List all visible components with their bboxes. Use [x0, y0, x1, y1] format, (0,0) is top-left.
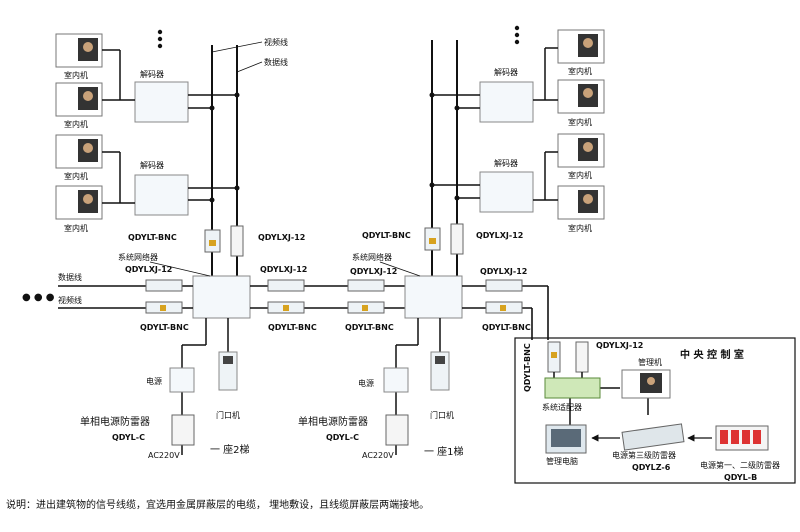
- qdylxj-12-left-trunk: [230, 225, 244, 257]
- svg-text:AC220V: AC220V: [362, 451, 394, 460]
- qdylxj-12-central: [575, 341, 589, 373]
- system-adapter: 系统适配器: [542, 377, 601, 412]
- indoor-unit-right-2: 室内机: [557, 79, 605, 127]
- decoder-right-2: 解码器: [479, 158, 534, 213]
- svg-text:室内机: 室内机: [64, 171, 88, 181]
- svg-text:单相电源防雷器: 单相电源防雷器: [80, 415, 150, 428]
- qdylt-bnc-central: [547, 341, 561, 373]
- power-supply-right: 电源: [358, 367, 409, 393]
- qdylt-bnc-label-l2: QDYLT-BNC: [140, 323, 189, 332]
- svg-text:管理机: 管理机: [638, 357, 662, 367]
- qdylt-bnc-label-m1: QDYLT-BNC: [268, 323, 317, 332]
- power-first-second-stage-arrester: 电源第一、二级防雷器 QDYL-B: [700, 425, 780, 482]
- data-line-label-left: 数据线: [264, 57, 288, 67]
- svg-text:门口机: 门口机: [216, 410, 240, 420]
- svg-text:室内机: 室内机: [64, 70, 88, 80]
- svg-text:系统网络器: 系统网络器: [118, 252, 158, 262]
- video-line-label-left: 视频线: [264, 37, 288, 47]
- indoor-unit-right-4: 室内机: [557, 185, 605, 233]
- qdylt-bnc-label-m2: QDYLT-BNC: [345, 323, 394, 332]
- svg-text:管理电脑: 管理电脑: [546, 456, 578, 466]
- qdylt-bnc-right-trunk: [424, 227, 441, 251]
- right-bus-protectors: [485, 279, 523, 314]
- qdylxj-12-label-r1: QDYLXJ-12: [476, 231, 523, 240]
- vertical-continuation-dots-left: [157, 29, 163, 49]
- svg-text:电源: 电源: [146, 376, 162, 386]
- power-supply-left: 电源: [146, 367, 195, 393]
- indoor-unit-right-1: 室内机: [557, 29, 605, 76]
- video-line-label-bus: 视频线: [58, 295, 82, 305]
- power-third-stage-arrester: 电源第三级防雷器 QDYLZ-6: [612, 423, 685, 472]
- qdylt-bnc-label-r2: QDYLT-BNC: [482, 323, 531, 332]
- horizontal-continuation-dots: ● ● ●: [22, 292, 55, 303]
- building-1-label: 一 座1梯: [424, 445, 464, 458]
- single-phase-arrester-left: 单相电源防雷器 QDYL-C AC220V: [80, 414, 195, 460]
- qdylt-bnc-label-r1: QDYLT-BNC: [362, 231, 411, 240]
- network-device-left: 系统网络器: [118, 252, 251, 319]
- svg-text:室内机: 室内机: [568, 66, 592, 76]
- decoder-left-1: 解码器: [134, 69, 189, 123]
- svg-text:解码器: 解码器: [494, 158, 518, 168]
- data-line-label-bus: 数据线: [58, 272, 82, 282]
- svg-text:系统适配器: 系统适配器: [542, 402, 582, 412]
- indoor-unit-left-4: 室内机: [55, 185, 103, 233]
- svg-text:电源: 电源: [358, 378, 374, 388]
- svg-text:解码器: 解码器: [140, 160, 164, 170]
- svg-text:中 央 控 制 室: 中 央 控 制 室: [680, 348, 744, 361]
- svg-text:电源第三级防雷器: 电源第三级防雷器: [612, 450, 676, 460]
- svg-text:QDYL-C: QDYL-C: [326, 433, 359, 442]
- svg-text:系统网络器: 系统网络器: [352, 252, 392, 262]
- door-unit-right: 门口机: [430, 351, 454, 420]
- qdylxj-12-label-l3: QDYLXJ-12: [260, 265, 307, 274]
- svg-text:QDYL-B: QDYL-B: [724, 473, 757, 482]
- svg-text:门口机: 门口机: [430, 410, 454, 420]
- svg-text:AC220V: AC220V: [148, 451, 180, 460]
- svg-text:解码器: 解码器: [140, 69, 164, 79]
- svg-text:QDYLZ-6: QDYLZ-6: [632, 463, 671, 472]
- svg-text:单相电源防雷器: 单相电源防雷器: [298, 415, 368, 428]
- svg-text:室内机: 室内机: [64, 119, 88, 129]
- single-phase-arrester-right: 单相电源防雷器 QDYL-C AC220V: [298, 414, 409, 460]
- manager-machine: 管理机: [621, 357, 671, 399]
- indoor-unit-right-3: 室内机: [557, 133, 605, 180]
- manager-pc: 管理电脑: [545, 424, 587, 466]
- svg-text:室内机: 室内机: [568, 117, 592, 127]
- qdylxj-12-label-m: QDYLXJ-12: [350, 267, 397, 276]
- svg-text:电源第一、二级防雷器: 电源第一、二级防雷器: [700, 460, 780, 470]
- decoder-left-2: 解码器: [134, 160, 189, 216]
- qdylxj-12-label-l2: QDYLXJ-12: [125, 265, 172, 274]
- indoor-unit-left-2: 室内机: [55, 82, 103, 129]
- middle-bus-protectors: [267, 279, 385, 314]
- svg-text:室内机: 室内机: [64, 223, 88, 233]
- svg-text:室内机: 室内机: [568, 170, 592, 180]
- qdylt-bnc-label-l1: QDYLT-BNC: [128, 233, 177, 242]
- qdylt-bnc-label-central: QDYLT-BNC: [523, 343, 532, 392]
- qdylt-bnc-left-trunk: [204, 229, 221, 253]
- network-device-right: 系统网络器: [352, 252, 463, 319]
- footer-note: 说明：进出建筑物的信号线缆，宜选用金属屏蔽层的电缆， 埋地敷设，且线缆屏蔽层两端…: [6, 498, 429, 511]
- decoder-right-1: 解码器: [479, 67, 534, 123]
- building-2-label: 一 座2梯: [210, 443, 250, 456]
- svg-text:室内机: 室内机: [568, 223, 592, 233]
- indoor-unit-left-1: 室内机: [55, 33, 103, 80]
- central-control-room: 中 央 控 制 室: [514, 337, 796, 484]
- qdylxj-12-label-r2: QDYLXJ-12: [480, 267, 527, 276]
- vertical-continuation-dots-right: [514, 25, 520, 45]
- svg-text:QDYL-C: QDYL-C: [112, 433, 145, 442]
- indoor-unit-left-3: 室内机: [55, 134, 103, 181]
- svg-text:解码器: 解码器: [494, 67, 518, 77]
- door-unit-left: 门口机: [216, 351, 240, 420]
- qdylxj-12-label-central: QDYLXJ-12: [596, 341, 643, 350]
- qdylxj-12-right-trunk: [450, 223, 464, 255]
- left-bus-protectors: [145, 279, 183, 314]
- qdylxj-12-label-l1: QDYLXJ-12: [258, 233, 305, 242]
